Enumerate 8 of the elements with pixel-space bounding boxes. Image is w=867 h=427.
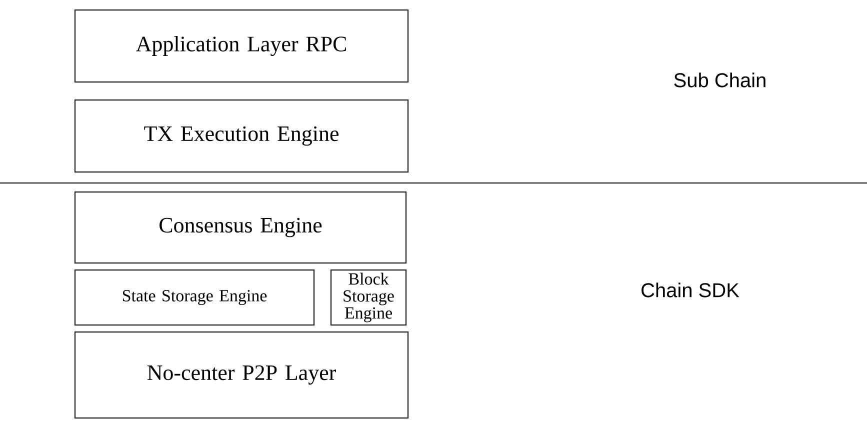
layer-box: Consensus Engine (74, 192, 406, 264)
layer-box: Block Storage Engine (330, 270, 406, 326)
layer-box: TX Execution Engine (74, 100, 408, 172)
layer-box: Application Layer RPC (74, 10, 408, 82)
layer-box: No-center P2P Layer (74, 332, 408, 418)
section-label: Sub Chain (674, 72, 766, 88)
layer-box: State Storage Engine (74, 270, 314, 326)
section-label: Chain SDK (642, 282, 740, 298)
